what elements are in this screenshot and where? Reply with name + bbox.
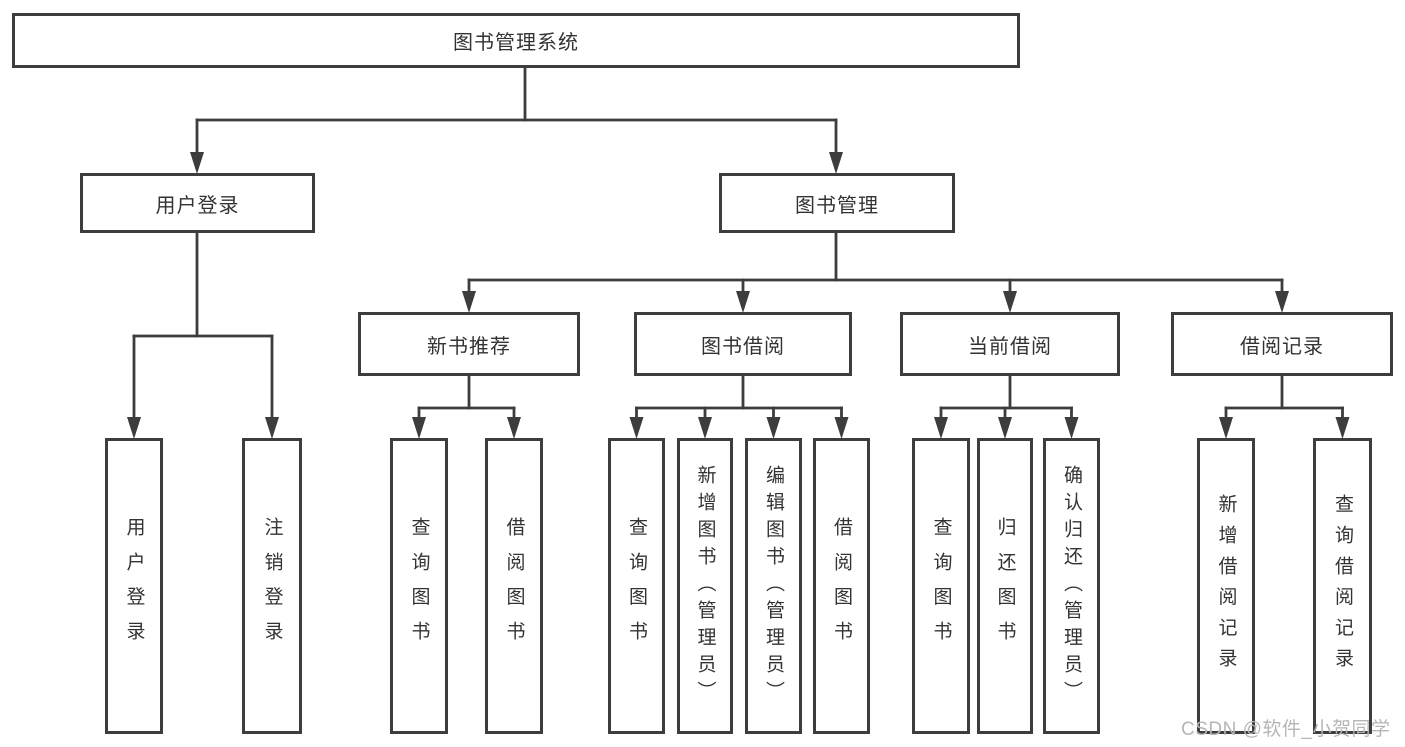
leaf-add-borrow-record: 新增借阅记录 — [1197, 438, 1255, 734]
leaf-return-book: 归还图书 — [977, 438, 1033, 734]
leaf-user-login: 用户登录 — [105, 438, 163, 734]
node-library-management-system: 图书管理系统 — [12, 13, 1020, 68]
node-book-management: 图书管理 — [719, 173, 955, 233]
leaf-borrow-books-2: 借阅图书 — [813, 438, 870, 734]
node-borrow-records: 借阅记录 — [1171, 312, 1393, 376]
leaf-label: 查询图书 — [930, 516, 952, 656]
node-book-borrow: 图书借阅 — [634, 312, 852, 376]
leaf-label: 编辑图书（管理员） — [763, 464, 784, 708]
leaf-label: 用户登录 — [123, 516, 145, 656]
leaf-label: 查询图书 — [626, 516, 647, 656]
csdn-watermark: CSDN @软件_小贺同学 — [1181, 719, 1391, 740]
leaf-logout: 注销登录 — [242, 438, 302, 734]
leaf-label: 新增图书（管理员） — [694, 464, 716, 708]
leaf-label: 归还图书 — [994, 516, 1016, 656]
leaf-query-borrow-record: 查询借阅记录 — [1313, 438, 1372, 734]
leaf-label: 查询图书 — [408, 516, 430, 656]
leaf-query-books-1: 查询图书 — [390, 438, 448, 734]
leaf-label: 确认归还（管理员） — [1061, 464, 1082, 708]
leaf-label: 新增借阅记录 — [1215, 493, 1237, 679]
leaf-label: 注销登录 — [261, 516, 283, 656]
node-new-book-recommend: 新书推荐 — [358, 312, 580, 376]
leaf-query-books-3: 查询图书 — [912, 438, 970, 734]
leaf-confirm-return-admin: 确认归还（管理员） — [1043, 438, 1100, 734]
node-current-borrow: 当前借阅 — [900, 312, 1120, 376]
node-user-login: 用户登录 — [80, 173, 315, 233]
leaf-edit-book-admin: 编辑图书（管理员） — [745, 438, 802, 734]
leaf-label: 查询借阅记录 — [1332, 493, 1353, 679]
leaf-borrow-books-1: 借阅图书 — [485, 438, 543, 734]
leaf-add-book-admin: 新增图书（管理员） — [677, 438, 733, 734]
leaf-label: 借阅图书 — [503, 516, 525, 656]
leaf-query-books-2: 查询图书 — [608, 438, 665, 734]
leaf-label: 借阅图书 — [831, 516, 852, 656]
